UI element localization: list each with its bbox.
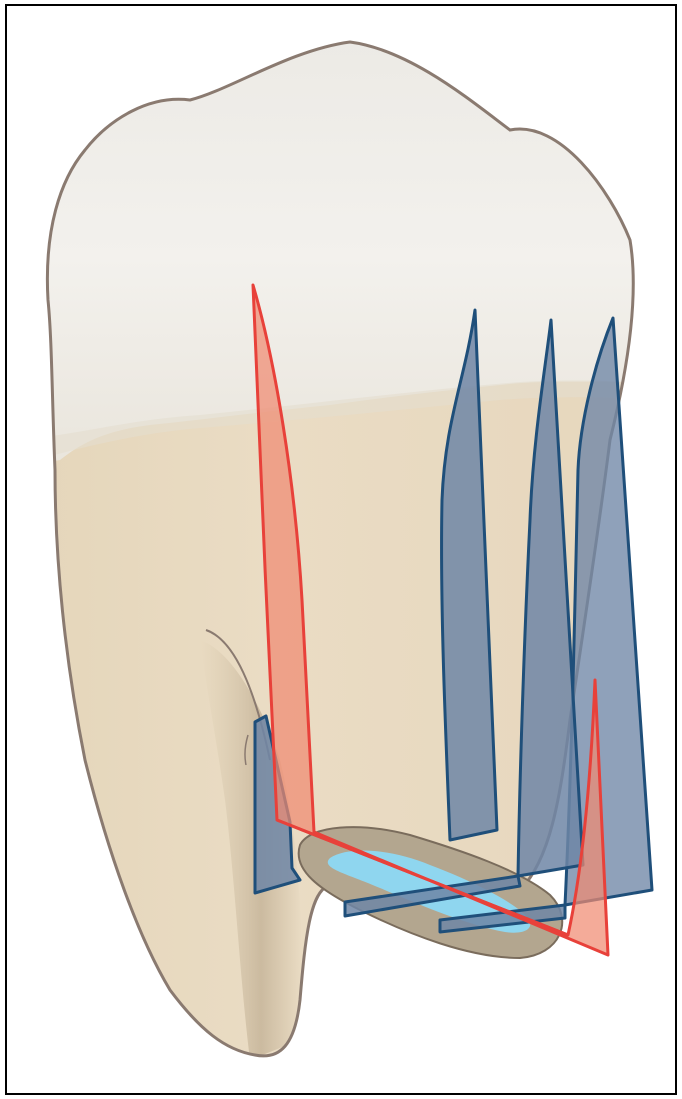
illustration-stage [0, 0, 682, 1099]
tooth-section-diagram [0, 0, 682, 1099]
